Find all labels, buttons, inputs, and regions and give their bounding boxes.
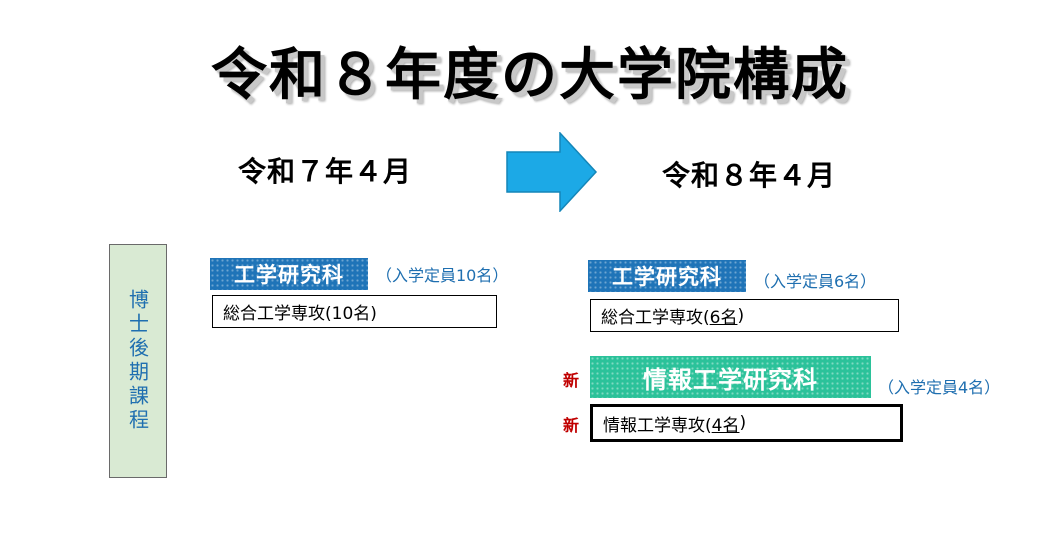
new-badge-course: 新	[563, 416, 580, 435]
capacity-new-department: （入学定員4名）	[878, 378, 1001, 397]
department-label-after: 工学研究科	[588, 260, 746, 292]
capacity-after: （入学定員6名）	[754, 272, 877, 291]
course-box-after: 総合工学専攻(6名)	[590, 299, 899, 332]
course-text-after-suffix: )	[737, 305, 745, 326]
course-text-after: 総合工学専攻(	[601, 308, 710, 328]
course-count-after: 6名	[709, 308, 738, 328]
new-department-label: 情報工学研究科	[590, 356, 871, 398]
course-text-before-suffix: 名)	[353, 304, 377, 324]
date-before: 令和７年４月	[238, 155, 413, 188]
page-title: 令和８年度の大学院構成	[211, 43, 849, 108]
course-count-new: 4名	[711, 415, 740, 436]
department-label-before: 工学研究科	[210, 258, 368, 290]
right-arrow-icon	[506, 132, 598, 212]
course-text-before: 総合工学専攻(10	[223, 304, 354, 324]
course-box-new: 情報工学専攻(4名)	[590, 404, 903, 442]
new-badge-department: 新	[563, 371, 580, 390]
course-text-new-suffix: )	[739, 413, 747, 433]
date-after: 令和８年４月	[662, 159, 837, 192]
capacity-before: （入学定員10名）	[376, 266, 509, 285]
program-level-label: 博士後期課程	[125, 289, 150, 433]
program-level-box: 博士後期課程	[109, 244, 167, 478]
course-text-new: 情報工学専攻(	[603, 415, 712, 436]
